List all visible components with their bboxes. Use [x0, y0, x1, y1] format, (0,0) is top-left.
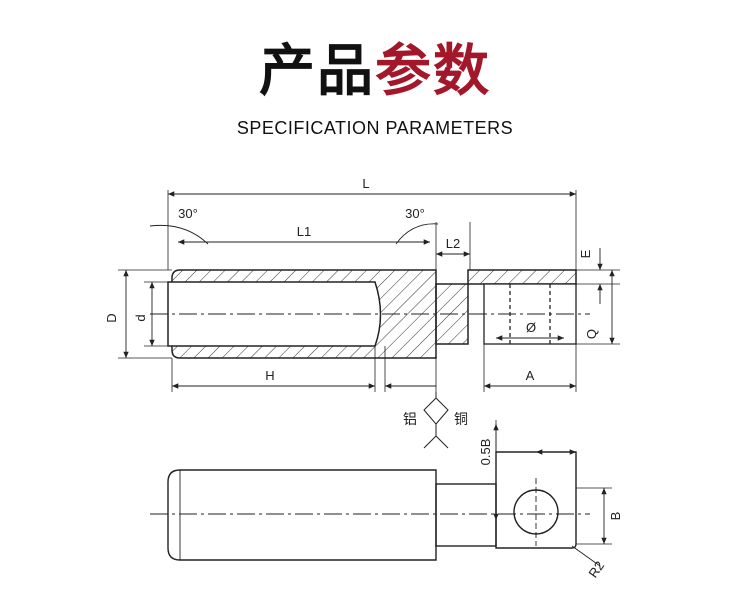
title-part-product: 产品 — [259, 39, 375, 104]
material-split-marker — [423, 392, 449, 449]
dim-H-label: H — [265, 368, 274, 383]
page-subtitle: SPECIFICATION PARAMETERS — [236, 118, 514, 138]
dim-d-label: d — [133, 314, 148, 321]
dim-E-label: E — [578, 249, 593, 258]
dim-Q-label: Q — [584, 329, 599, 339]
plan-view — [150, 420, 612, 567]
dim-R2-label: R2 — [585, 558, 607, 580]
material-aluminium-label: 铝 — [403, 412, 417, 428]
dim-B-label: B — [608, 512, 623, 521]
angle-left-label: 30° — [178, 206, 198, 221]
palm-section — [467, 269, 577, 285]
dim-half-B-label: 0.5B — [478, 439, 493, 466]
dim-L1-label: L1 — [297, 224, 311, 239]
page-title: 产品参数 — [0, 40, 750, 104]
dim-L-label: L — [362, 176, 369, 191]
dim-phi-label: Ø — [526, 320, 536, 335]
dim-A-label: A — [526, 368, 535, 383]
title-part-parameters: 参数 — [375, 39, 491, 104]
material-copper-label: 铜 — [454, 412, 468, 428]
dim-L2-label: L2 — [446, 236, 460, 251]
neck-outline — [435, 483, 497, 547]
angle-right-label: 30° — [405, 206, 425, 221]
dimension-labels: L L1 L2 30° 30° E Q Ø D d H A 0.5B B R2 … — [104, 176, 623, 581]
dim-D-label: D — [104, 313, 119, 322]
sleeve-outline — [167, 469, 437, 561]
section-view — [118, 190, 620, 449]
